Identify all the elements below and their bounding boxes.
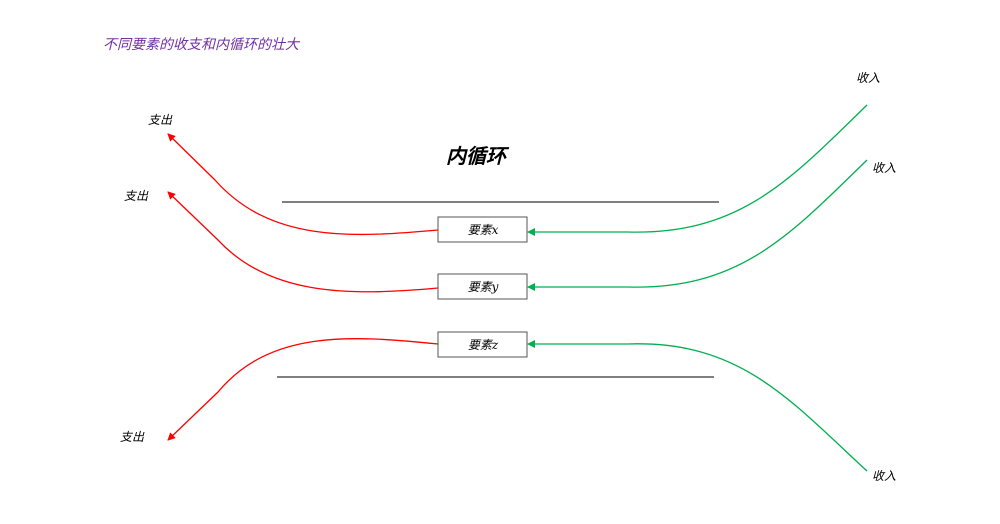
inflow-arrow-z: [527, 340, 868, 472]
outflow-label-x: 支出: [148, 113, 173, 127]
inflow-arrow-x: [527, 104, 868, 236]
outflow-arrow-x: [167, 133, 439, 236]
element-label: 要素z: [468, 338, 499, 352]
inflow-arrow-y: [527, 159, 868, 291]
element-box-z: 要素z: [437, 331, 528, 358]
outflow-label-z: 支出: [120, 430, 145, 444]
inflow-label-z: 收入: [872, 469, 896, 483]
element-box-y: 要素y: [437, 273, 528, 300]
outflow-arrow-z: [167, 338, 439, 441]
inflow-label-x: 收入: [856, 71, 880, 85]
outflow-arrow-y: [167, 191, 439, 293]
element-label: 要素y: [468, 280, 499, 294]
element-label: 要素x: [468, 223, 499, 237]
inner-circulation-heading: 内循环: [446, 144, 510, 168]
element-box-x: 要素x: [437, 216, 528, 243]
inflow-label-y: 收入: [872, 161, 896, 175]
outflow-label-y: 支出: [124, 189, 149, 203]
diagram-title: 不同要素的收支和内循环的壮大: [103, 37, 301, 53]
